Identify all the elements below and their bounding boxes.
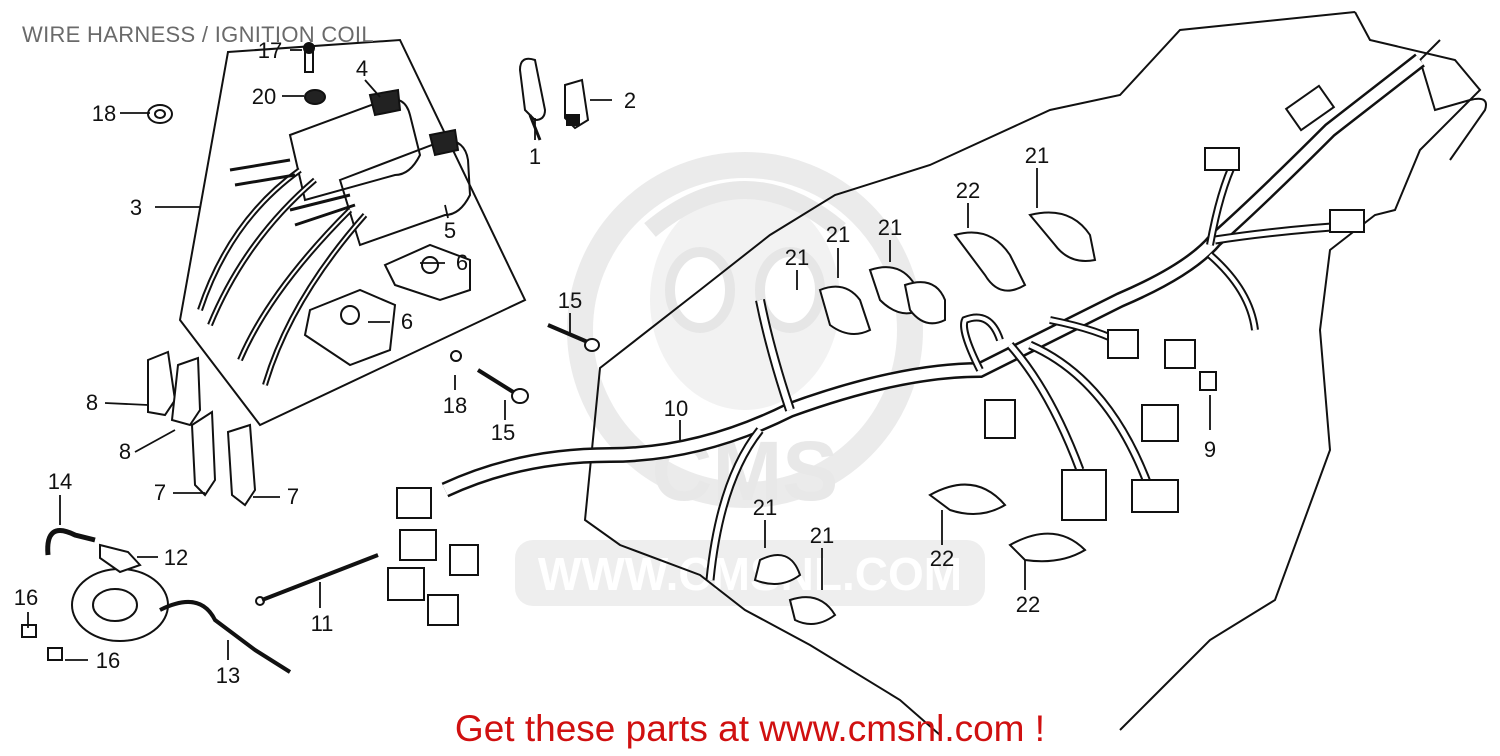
bolts-15 (450, 323, 600, 404)
callout-20: 20 (252, 84, 276, 109)
clamps-1-2 (518, 57, 590, 141)
callout-16a: 16 (14, 585, 38, 610)
callout-13: 13 (216, 663, 240, 688)
callout-11: 11 (311, 611, 334, 636)
callout-21a: 21 (785, 245, 809, 270)
callout-22b: 22 (930, 546, 954, 571)
plug-caps-7-8 (147, 350, 257, 507)
callout-6b: 6 (401, 309, 413, 334)
callout-21c: 21 (878, 215, 902, 240)
callout-leaders (27, 49, 1211, 661)
coil-panel-outline (178, 38, 527, 427)
callout-12: 12 (164, 545, 188, 570)
watermark-url: WWW.CMSNL.COM (538, 548, 962, 600)
callout-21f: 21 (810, 523, 834, 548)
horn-assembly (21, 528, 292, 674)
callout-4: 4 (356, 56, 368, 81)
callout-7b: 7 (287, 484, 299, 509)
callout-14: 14 (48, 469, 72, 494)
small-hardware (147, 42, 326, 124)
callout-17: 17 (258, 38, 282, 63)
wire-11 (255, 553, 379, 606)
coil-bracket-6b (303, 288, 397, 367)
callout-21e: 21 (753, 495, 777, 520)
callout-1: 1 (529, 144, 541, 169)
ignition-coil-group (178, 38, 527, 427)
coil-bracket-6a (383, 243, 471, 302)
callout-22a: 22 (956, 178, 980, 203)
cms-watermark: CMS WWW.CMSNL.COM (515, 152, 985, 606)
callout-22c: 22 (1016, 592, 1040, 617)
diagram-title: WIRE HARNESS / IGNITION COIL (22, 22, 374, 47)
callout-5: 5 (444, 218, 456, 243)
harness-connectors (387, 84, 1365, 626)
callout-8a: 8 (86, 390, 98, 415)
harness-clips (753, 211, 1097, 625)
main-wire-harness (441, 53, 1425, 581)
callout-6a: 6 (456, 250, 468, 275)
callout-10: 10 (664, 396, 688, 421)
callout-9: 9 (1204, 437, 1216, 462)
callout-15b: 15 (491, 420, 515, 445)
callout-18b: 18 (443, 393, 467, 418)
callout-21b: 21 (826, 222, 850, 247)
callout-7a: 7 (154, 480, 166, 505)
callout-labels: 1 2 3 4 5 6 6 7 7 8 8 9 10 11 12 13 14 1… (14, 38, 1216, 688)
callout-2: 2 (624, 88, 636, 113)
callout-21d: 21 (1025, 143, 1049, 168)
callout-3: 3 (130, 195, 142, 220)
callout-15a: 15 (558, 288, 582, 313)
callout-16b: 16 (96, 648, 120, 673)
callout-8b: 8 (119, 439, 131, 464)
footer-cta-link[interactable]: Get these parts at www.cmsnl.com ! (454, 708, 1046, 749)
callout-18a: 18 (92, 101, 116, 126)
